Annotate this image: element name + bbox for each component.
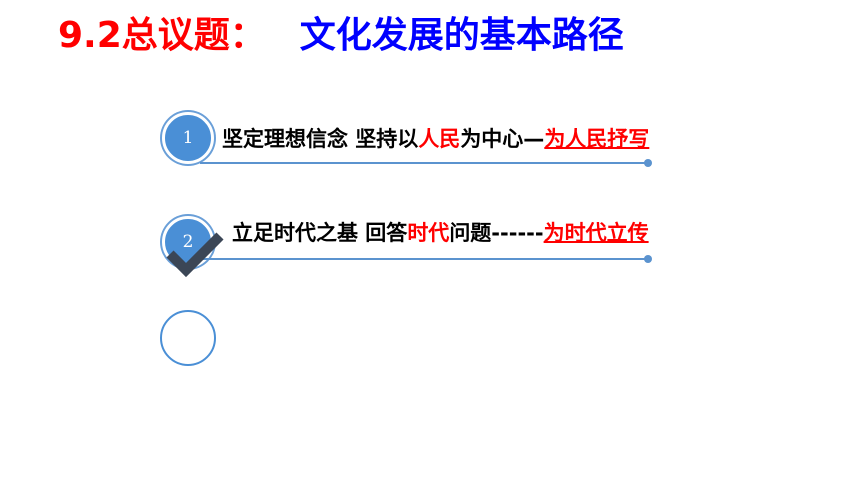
item-1-part-1: 坚定理想信念 坚持以 bbox=[222, 127, 419, 151]
underline-2 bbox=[200, 258, 648, 260]
item-2-highlight: 时代 bbox=[407, 221, 450, 245]
item-1-emphasis: 为人民抒写 bbox=[544, 127, 650, 151]
line-end-dot-1 bbox=[644, 159, 652, 167]
item-2-part-1: 立足时代之基 回答 bbox=[232, 221, 408, 245]
check-icon bbox=[166, 232, 224, 278]
item-2-emphasis: 为时代立传 bbox=[543, 221, 649, 245]
number-badge-1: 1 bbox=[162, 112, 214, 164]
page-title: 9.2总议题： 文化发展的基本路径 bbox=[58, 8, 624, 64]
title-prefix: 9.2总议题： bbox=[58, 15, 266, 56]
empty-circle-3 bbox=[160, 310, 216, 366]
item-1-highlight: 人民 bbox=[418, 127, 461, 151]
line-end-dot-2 bbox=[644, 255, 652, 263]
item-text-1: 坚定理想信念 坚持以人民为中心—为人民抒写 bbox=[222, 124, 649, 154]
item-2-part-3: 问题------ bbox=[449, 221, 544, 245]
title-main: 文化发展的基本路径 bbox=[299, 15, 624, 56]
item-1-part-3: 为中心— bbox=[460, 127, 545, 151]
item-text-2: 立足时代之基 回答时代问题------为时代立传 bbox=[232, 218, 649, 248]
underline-1 bbox=[200, 162, 648, 164]
